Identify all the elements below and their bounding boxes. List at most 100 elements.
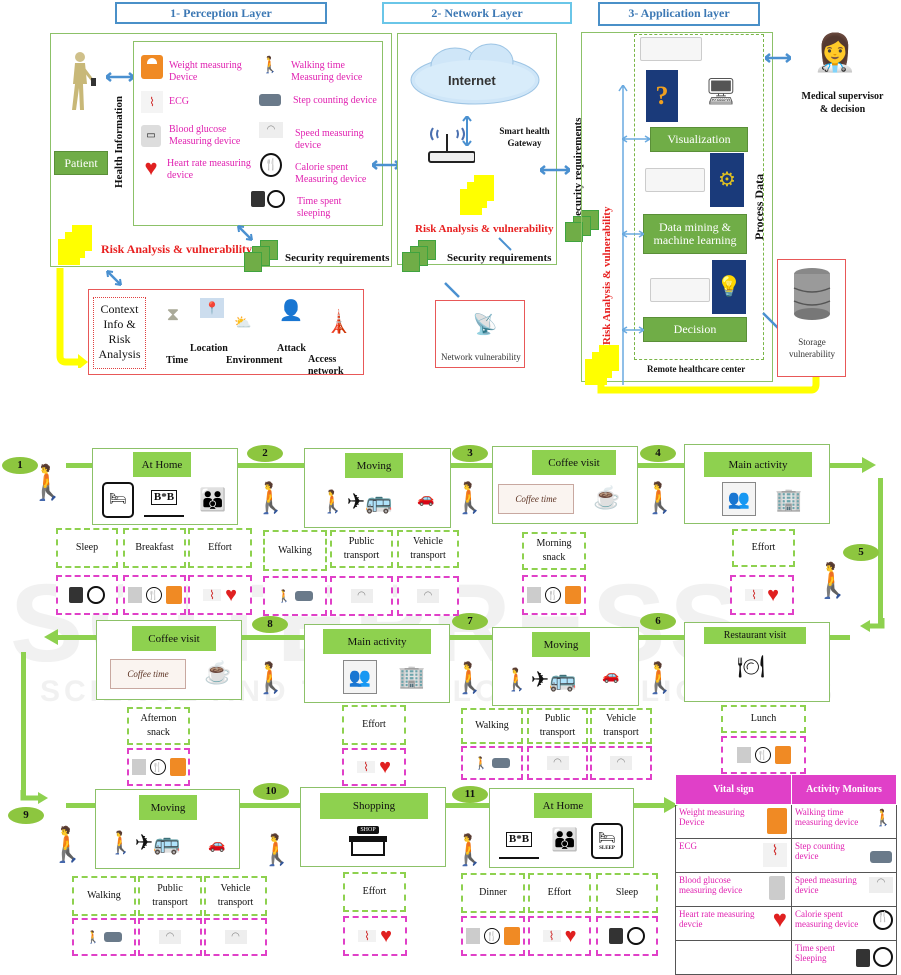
- office-building-icon: 🏢: [775, 487, 803, 512]
- perception-security-label: Security requirements: [285, 252, 390, 264]
- speedometer-icon: ◠: [159, 930, 181, 944]
- server-database-icon-3: [650, 278, 710, 302]
- flow-arrow-row1-end-icon: [862, 457, 876, 473]
- network-application-arrow-icon: [540, 165, 570, 175]
- coffee-logo-text: Coffee time: [515, 493, 557, 504]
- bnb-text: B*B: [150, 489, 178, 505]
- heart-icon: ♥: [225, 584, 237, 606]
- speedometer-icon: ◠: [350, 589, 373, 603]
- step-number-5: 5: [843, 544, 879, 561]
- calorie-icon: 🍴: [873, 910, 893, 930]
- car-icon: 🚗: [417, 492, 435, 507]
- walking-icon: 🚶: [873, 810, 893, 827]
- activity-vehicle-transport: Vehicle transport: [590, 708, 652, 744]
- device-group-lunch: 🍴: [721, 736, 806, 774]
- activity-breakfast: Breakfast: [123, 528, 186, 568]
- legend-row: ECG⌇ Step counting device: [675, 838, 897, 873]
- calorie-icon: 🍴: [145, 587, 162, 603]
- legend-cell: Weight measuring Device: [675, 804, 792, 839]
- device-group-vehicle-transport: ◠: [204, 918, 267, 956]
- car-icon: 🚗: [208, 838, 226, 853]
- context-item-location: Location: [190, 343, 228, 354]
- activity-afternoon-snack: Afternon snack: [127, 707, 190, 745]
- device-group-effort: ⌇♥: [342, 748, 406, 786]
- device-group-public-transport: ◠: [527, 746, 588, 780]
- walking-person-icon: 🚶: [258, 834, 296, 867]
- patient-sensor-arrow-icon: [106, 72, 134, 82]
- legend-cell: Speed measuring device◠: [791, 872, 897, 907]
- walking-woman-icon: 🚶: [503, 667, 531, 692]
- device-group-effort: ⌇♥: [730, 575, 794, 615]
- network-security-stack-icon: [402, 240, 440, 276]
- weight-scale-icon: [774, 746, 791, 764]
- family-table-icon: 👪: [199, 487, 227, 512]
- step-title: Moving: [532, 632, 590, 657]
- sleep-bed-icon: 🛏: [102, 482, 134, 518]
- process-data-box: [634, 34, 764, 360]
- speedometer-icon: ◠: [224, 930, 247, 944]
- device-group-walking: 🚶: [263, 576, 327, 616]
- meeting-icon: 👥: [722, 482, 756, 516]
- heart-icon: ♥: [564, 925, 577, 947]
- walking-sensor-icon: 🚶: [276, 589, 292, 603]
- step-title: Main activity: [323, 629, 431, 654]
- flow-arrow-turn-left-icon: [20, 790, 48, 804]
- coffee-logo-text: Coffee time: [127, 668, 169, 679]
- walking-sensor-icon: 🚶: [473, 756, 489, 770]
- legend-cell: Blood glucose measuring device: [675, 872, 792, 907]
- device-group-walking: 🚶: [72, 918, 136, 956]
- activity-effort: Effort: [528, 873, 591, 913]
- device-group-effort: ⌇♥: [528, 916, 591, 956]
- walking-person-icon: 🚶: [26, 465, 70, 502]
- server-database-icon: [640, 37, 702, 61]
- clock-icon: [873, 947, 893, 967]
- device-group-afternoon-snack: 🍴: [127, 748, 190, 786]
- legend-row: Weight measuring Device Walking time mea…: [675, 804, 897, 839]
- device-group-walking: 🚶: [461, 746, 523, 780]
- ecg-label: ECG: [169, 96, 189, 107]
- activity-morning-snack: Morning snack: [522, 532, 586, 570]
- bus-icon: 🚌: [549, 667, 577, 692]
- risk-security-arrow-icon: [498, 237, 512, 251]
- perception-risk-stack-icon: [58, 225, 100, 270]
- device-group-sleep: [596, 916, 658, 956]
- activity-public-transport: Public transport: [330, 530, 393, 568]
- office-building-icon: 🏢: [398, 664, 426, 689]
- decision-arrow-icon: [622, 326, 644, 334]
- walking-person-icon: 🚶: [641, 482, 679, 515]
- gears-head-icon: ⚙: [710, 153, 744, 207]
- attacker-icon: 👤: [278, 300, 304, 322]
- legend-cell: Calorie spent measuring device🍴: [791, 906, 897, 941]
- walking-person-icon: 🚶: [641, 662, 679, 695]
- bnb-house-icon: B*B: [499, 821, 539, 859]
- glucose-meter-icon: [769, 876, 785, 900]
- coffee-time-logo: Coffee time: [498, 484, 574, 514]
- device-group-vehicle-transport: ◠: [397, 576, 459, 616]
- module-decision: Decision: [643, 317, 747, 342]
- legend-cell: Step counting device: [791, 838, 897, 873]
- health-information-label: Health Information: [113, 96, 125, 188]
- meeting-icon: 👥: [343, 660, 377, 694]
- activity-vehicle-transport: Vehicle transport: [397, 530, 459, 568]
- activity-effort: Effort: [342, 705, 406, 745]
- remote-center-label: Remote healthcare center: [647, 364, 746, 374]
- device-group-effort: ⌇♥: [343, 916, 407, 956]
- ecg-icon: ⌇: [357, 761, 376, 773]
- legend-text: Weight measuring Device: [679, 807, 745, 827]
- legend-text: Walking time measuring device: [795, 807, 859, 827]
- server-database-icon-2: [645, 168, 705, 192]
- legend-header-row: Vital sign Activity Monitors: [675, 774, 897, 805]
- legend-text: Blood glucose measuring device: [679, 875, 743, 895]
- walking-woman-icon: 🚶: [319, 489, 347, 514]
- step-counter-icon: [492, 758, 511, 768]
- wireless-tower-icon: 📡: [472, 314, 498, 336]
- bed-icon: [609, 928, 623, 944]
- heart-icon: ♥: [379, 756, 391, 778]
- step-counter-icon: [259, 94, 281, 106]
- bed-icon: [69, 587, 83, 603]
- bed-icon: [856, 949, 870, 967]
- walking-person-icon: 🚶: [451, 662, 489, 695]
- legend-text: Time spent Sleeping: [795, 943, 835, 963]
- activity-walking: Walking: [461, 708, 523, 744]
- activity-dinner: Dinner: [461, 873, 525, 913]
